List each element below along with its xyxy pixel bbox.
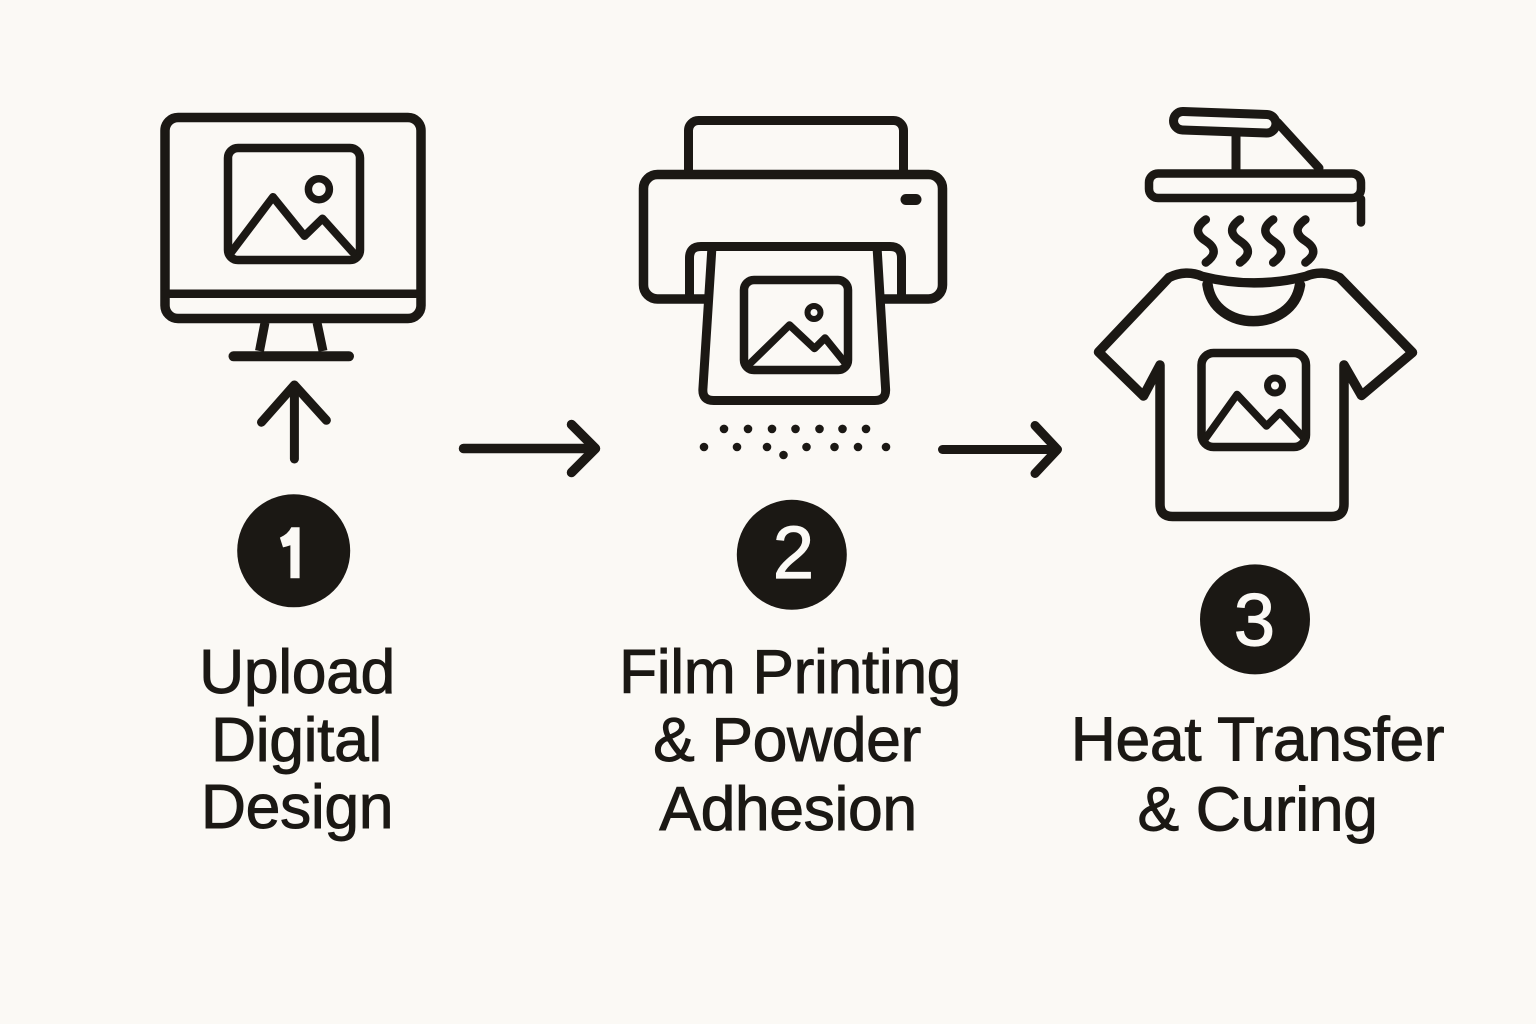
- svg-text:& Curing: & Curing: [1138, 775, 1378, 845]
- svg-text:Adhesion: Adhesion: [659, 774, 916, 844]
- svg-text:2: 2: [773, 511, 814, 594]
- svg-text:Upload: Upload: [199, 637, 395, 707]
- svg-text:Design: Design: [201, 772, 393, 842]
- svg-text:Digital: Digital: [211, 705, 382, 775]
- svg-text:Heat Transfer: Heat Transfer: [1071, 705, 1444, 775]
- svg-text:3: 3: [1234, 579, 1275, 662]
- svg-text:& Powder: & Powder: [653, 705, 921, 775]
- svg-text:Film Printing: Film Printing: [619, 637, 961, 707]
